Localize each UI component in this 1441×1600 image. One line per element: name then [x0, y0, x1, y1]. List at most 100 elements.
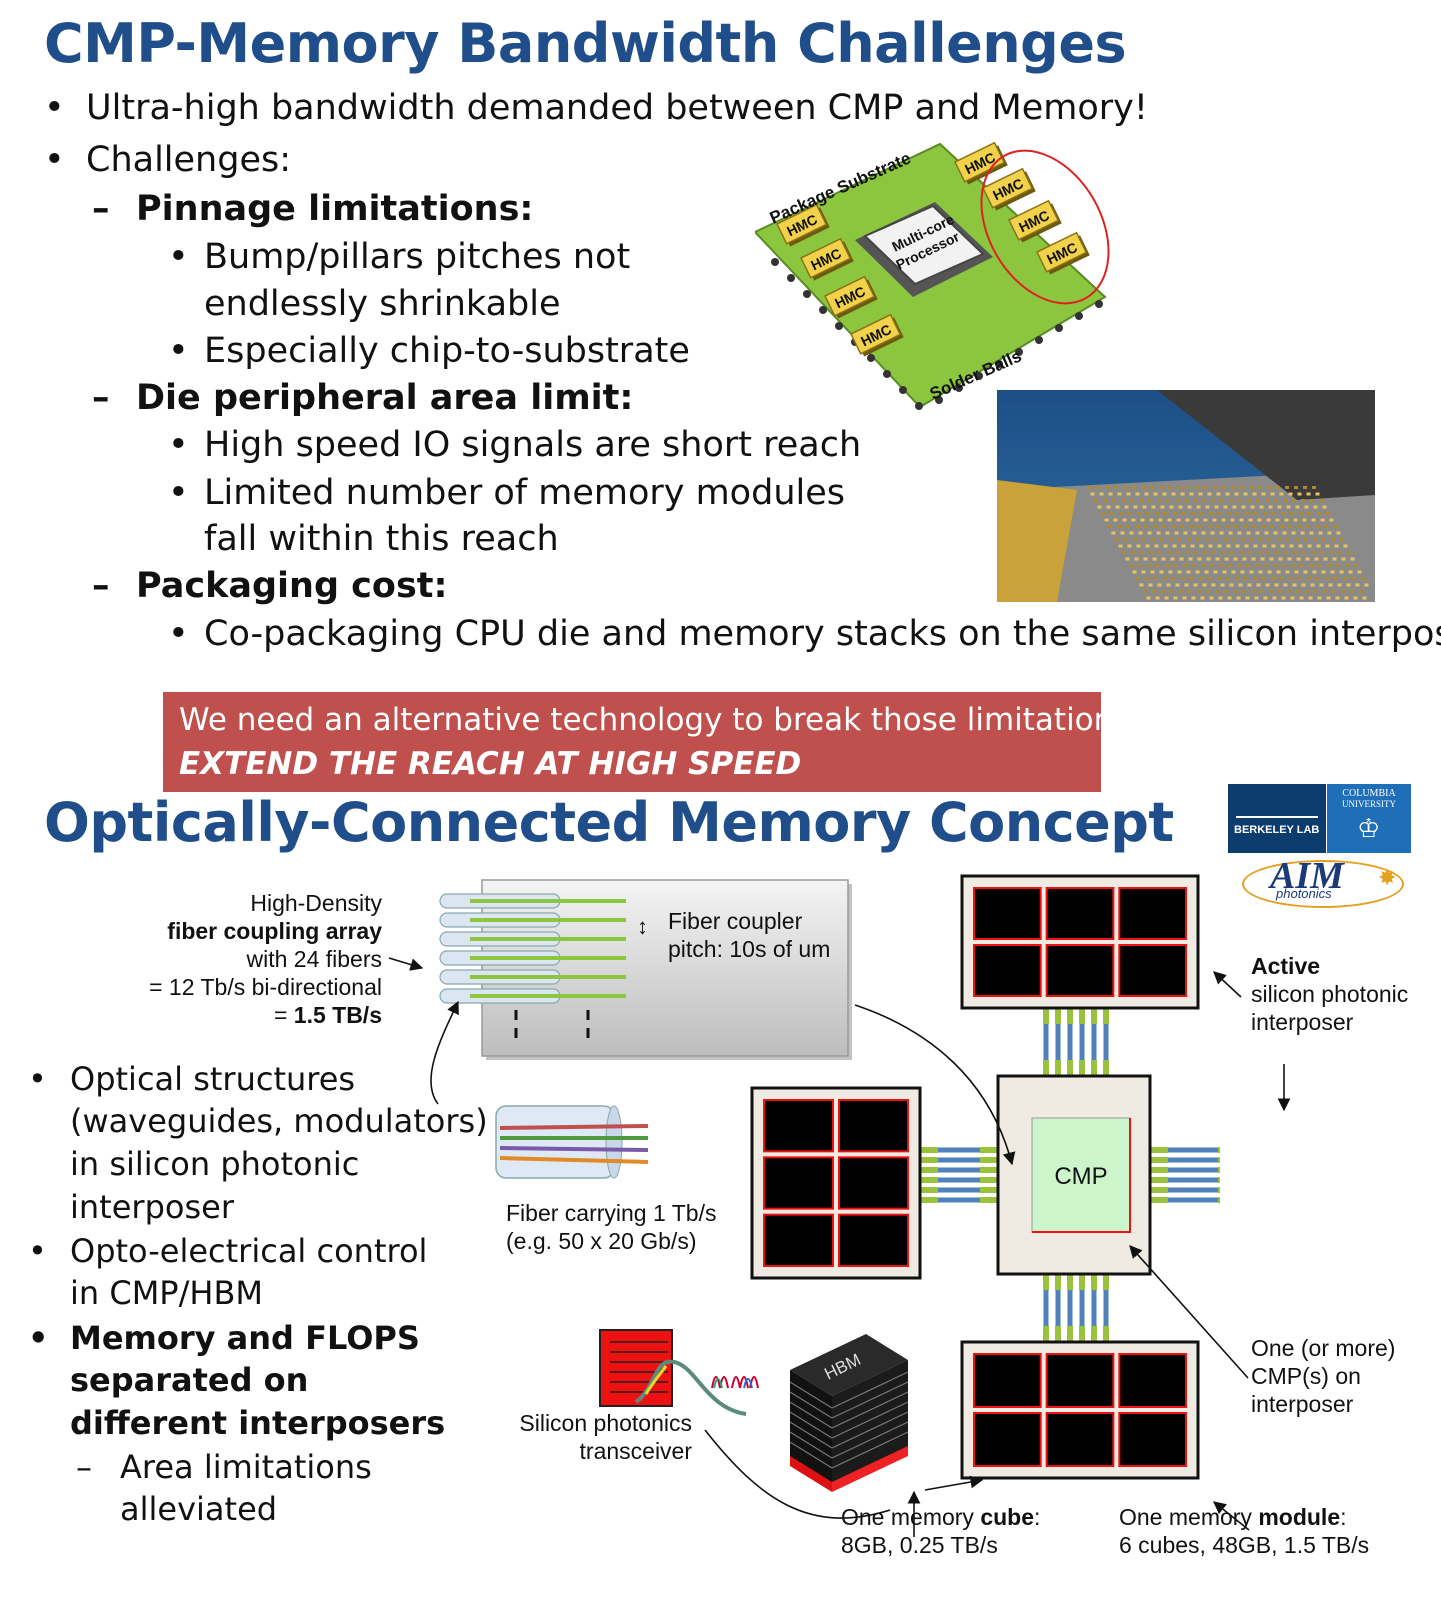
bump	[1194, 551, 1198, 554]
bump	[1115, 538, 1119, 541]
bump	[1223, 505, 1228, 509]
bump	[1285, 486, 1289, 489]
bump	[1185, 551, 1189, 554]
bump	[1226, 544, 1231, 548]
hmc-chip: HMC	[953, 141, 1008, 185]
memory-cube	[1045, 887, 1115, 940]
bump	[1215, 590, 1219, 593]
bump	[1298, 577, 1302, 580]
bump	[1108, 492, 1113, 496]
memory-cube	[1118, 944, 1188, 997]
bump	[1156, 531, 1161, 535]
bump	[1224, 557, 1229, 561]
bump-array-render	[997, 390, 1375, 602]
memory-module	[960, 1340, 1200, 1480]
bump	[1185, 518, 1190, 522]
bump	[1270, 492, 1275, 496]
bump	[1291, 564, 1295, 567]
waveguide	[920, 1197, 998, 1203]
bump	[1090, 492, 1095, 496]
coupling-label-3: with 24 fibers	[246, 946, 382, 972]
bump	[1266, 551, 1270, 554]
transceiver-label-1: Silicon photonics	[519, 1410, 692, 1436]
bump	[1294, 486, 1298, 489]
bump	[1227, 596, 1232, 600]
bump	[1295, 505, 1300, 509]
waveguide	[1043, 1008, 1049, 1076]
bump	[1120, 531, 1125, 535]
bump	[1184, 499, 1188, 502]
cmp-die	[1031, 1117, 1131, 1233]
bump	[1163, 577, 1167, 580]
bump	[1327, 564, 1331, 567]
bump	[1149, 518, 1154, 522]
bump	[1152, 590, 1156, 593]
bump	[1341, 590, 1345, 593]
bump	[1190, 544, 1195, 548]
bump	[1242, 557, 1247, 561]
memory-cube	[973, 887, 1042, 940]
bump	[1128, 512, 1132, 515]
bump	[1153, 525, 1157, 528]
bump	[1240, 486, 1244, 489]
bump	[1134, 557, 1139, 561]
bump	[1192, 531, 1197, 535]
bump	[1306, 525, 1310, 528]
coupler-fiber	[439, 988, 626, 1004]
bump	[1138, 531, 1143, 535]
memory-cube	[973, 1353, 1042, 1408]
coupler-fiber	[439, 912, 626, 928]
bump	[1172, 544, 1177, 548]
bump	[1279, 492, 1284, 496]
bump	[1234, 492, 1239, 496]
bump	[1302, 518, 1307, 522]
memory-cube	[973, 1412, 1042, 1467]
bump	[1297, 492, 1302, 496]
bump	[1191, 596, 1196, 600]
active-label-3: interposer	[1251, 1009, 1354, 1035]
bump	[1253, 577, 1257, 580]
bump	[1166, 499, 1170, 502]
bump	[1283, 583, 1288, 587]
bump	[1176, 551, 1180, 554]
bump	[1303, 486, 1307, 489]
bump	[1267, 570, 1272, 574]
bump	[1201, 531, 1206, 535]
bump	[1241, 538, 1245, 541]
bump	[1204, 570, 1209, 574]
bump	[1314, 590, 1318, 593]
bump	[1308, 512, 1312, 515]
bump	[1306, 492, 1311, 496]
bump	[1206, 590, 1210, 593]
bump	[1117, 492, 1122, 496]
bump	[1106, 505, 1111, 509]
bump	[1141, 570, 1146, 574]
bump	[1234, 525, 1238, 528]
bump	[1174, 564, 1178, 567]
bump	[1156, 564, 1160, 567]
bump	[1265, 583, 1270, 587]
bump-grid	[1087, 486, 1369, 600]
bump	[1328, 583, 1333, 587]
bump	[1183, 531, 1188, 535]
bump	[1222, 486, 1226, 489]
bump	[1162, 525, 1166, 528]
waveguide	[1150, 1197, 1220, 1203]
bump	[1345, 564, 1349, 567]
memory-cube	[1118, 1353, 1188, 1408]
bump	[1196, 538, 1200, 541]
bump	[1146, 512, 1150, 515]
bump	[1130, 499, 1134, 502]
bump	[1197, 590, 1201, 593]
bump	[1160, 538, 1164, 541]
bump	[1255, 531, 1260, 535]
memory-module	[750, 1086, 922, 1280]
bump	[1144, 492, 1149, 496]
bump	[1182, 512, 1186, 515]
bump	[1336, 564, 1340, 567]
bump	[1174, 531, 1179, 535]
bump	[1326, 596, 1331, 600]
module-label-1: One memory module:	[1119, 1504, 1347, 1530]
cmp-label: CMP	[1054, 1163, 1107, 1190]
bump	[1138, 564, 1142, 567]
